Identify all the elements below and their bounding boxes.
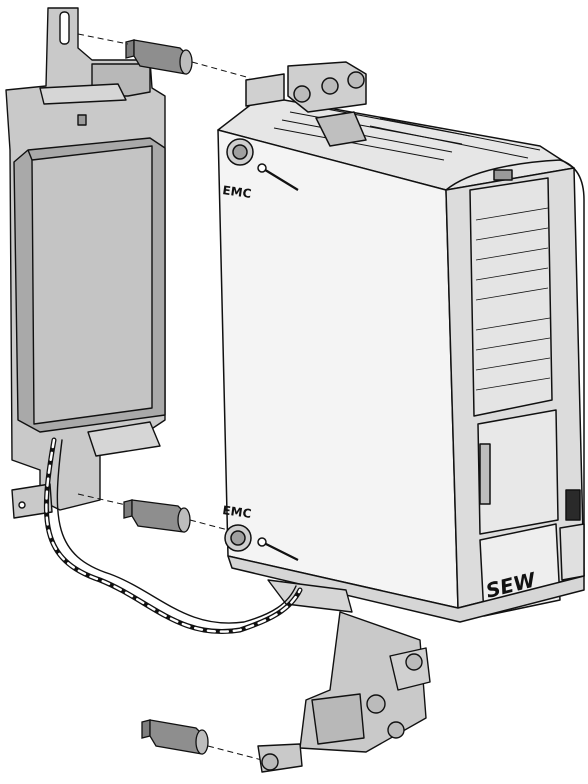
twisted-cable [43, 437, 303, 634]
mounting-plate [5, 7, 166, 519]
standoff-bolt-top [125, 39, 193, 75]
inverter-unit [217, 61, 585, 623]
emc-label-top: EMC [222, 183, 253, 201]
standoff-bolt-bottom [141, 719, 209, 755]
emc-label-bottom: EMC [222, 503, 253, 521]
standoff-bolt-middle [123, 499, 191, 533]
alignment-lines [77, 33, 263, 761]
shield-bracket [257, 579, 431, 773]
